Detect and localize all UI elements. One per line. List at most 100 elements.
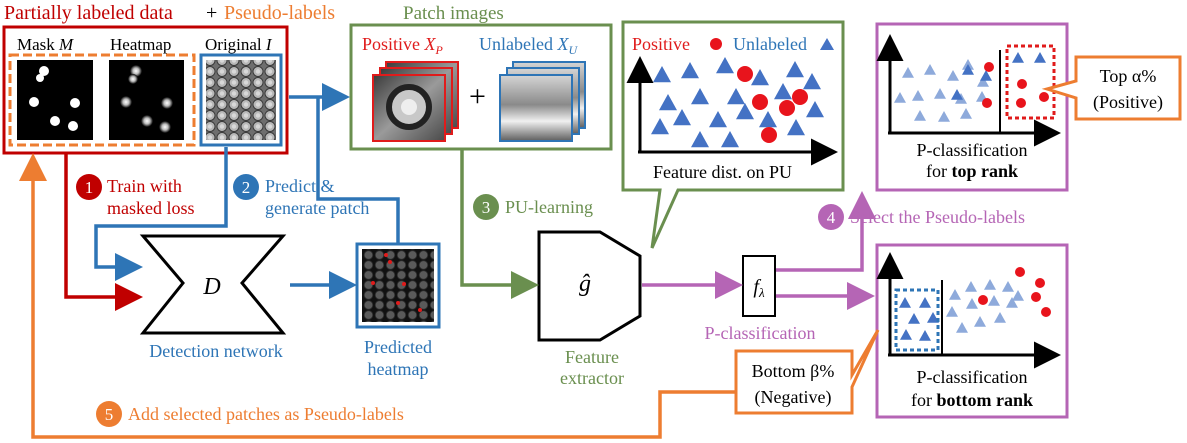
- unlabeled-triangle-icon: [1002, 281, 1014, 292]
- unlabeled-triangle-icon: [934, 88, 946, 99]
- top-rank-axes: [876, 34, 1061, 147]
- unlabeled-triangle-icon: [1006, 297, 1018, 308]
- unlabeled-triangle-icon: [994, 312, 1006, 323]
- positive-dot-icon: [982, 98, 992, 108]
- positive-patch-label: Positive XP: [362, 34, 444, 57]
- step-2-badge: 2: [233, 174, 259, 200]
- train-arrow: [64, 153, 143, 311]
- extractor-line1: Feature: [565, 347, 619, 367]
- svg-text:4: 4: [827, 208, 836, 227]
- step-1-badge: 1: [76, 174, 102, 200]
- unlabeled-triangle-icon: [659, 94, 677, 111]
- unlabeled-triangle-icon: [962, 64, 974, 75]
- bottom-rank-axes: [876, 252, 1061, 369]
- unlabeled-triangle-icon: [965, 281, 977, 292]
- positive-dot-icon: [710, 38, 722, 50]
- feature-axes: [626, 56, 838, 166]
- positive-dot-icon: [761, 127, 777, 143]
- detector-symbol: D: [202, 274, 220, 300]
- unlabeled-triangle-icon: [803, 73, 821, 90]
- unlabeled-triangle-icon: [653, 66, 671, 83]
- svg-text:2: 2: [242, 178, 251, 197]
- top-rank-positive-points: [982, 62, 1049, 108]
- positive-dot-icon: [1017, 79, 1027, 89]
- svg-text:3: 3: [482, 198, 491, 217]
- unlabeled-triangle-icon: [966, 298, 978, 309]
- feature-dist-caption: Feature dist. on PU: [653, 162, 792, 182]
- heatmap-to-patch-arrow: [316, 97, 400, 244]
- unlabeled-triangle-icon: [984, 279, 996, 290]
- pseudo-labels-title: Pseudo-labels: [224, 2, 335, 24]
- positive-dot-icon: [1039, 92, 1049, 102]
- unlabeled-triangle-icon: [1012, 290, 1024, 301]
- top-callout-line2: (Positive): [1093, 92, 1163, 113]
- predicted-line1: Predicted: [364, 337, 432, 357]
- top-rank-unlabeled-points: [894, 52, 1046, 122]
- positive-dot-icon: [1015, 267, 1025, 277]
- positive-dot-icon: [978, 295, 988, 305]
- unlabeled-triangle-icon: [974, 316, 986, 327]
- positive-dot-icon: [752, 94, 768, 110]
- bottom-selection-box: [894, 288, 940, 352]
- unlabeled-triangle-icon: [691, 88, 709, 105]
- feature-positive-label: Positive: [632, 34, 690, 54]
- unlabeled-triangle-icon: [759, 111, 777, 128]
- svg-text:5: 5: [105, 405, 114, 424]
- positive-patch-stack: [372, 61, 459, 142]
- step-2-line2: generate patch: [265, 198, 369, 218]
- unlabeled-triangle-icon: [716, 57, 734, 74]
- unlabeled-triangle-icon: [924, 64, 936, 75]
- unlabeled-triangle-icon: [736, 103, 754, 120]
- top-panel-line1: P-classification: [917, 140, 1028, 160]
- header-plus: +: [206, 2, 217, 24]
- unlabeled-patch-label: Unlabeled XU: [479, 34, 578, 57]
- bottom-callout-line1: Bottom β%: [752, 361, 835, 381]
- positive-dot-icon: [1041, 307, 1051, 317]
- original-to-detector-arrow: [94, 147, 228, 281]
- top-callout-line1: Top α%: [1100, 66, 1157, 86]
- unlabeled-triangle-icon: [977, 76, 989, 87]
- positive-dot-icon: [1031, 292, 1041, 302]
- feature-extractor-shape: [537, 230, 642, 342]
- unlabeled-triangle-icon: [709, 111, 727, 128]
- top-panel-line2: for top rank: [926, 161, 1018, 181]
- step-3-label: PU-learning: [505, 197, 593, 217]
- unlabeled-triangle-icon: [927, 312, 939, 323]
- bottom-callout-line2: (Negative): [755, 387, 832, 408]
- extractor-symbol: ĝ: [579, 271, 591, 297]
- unlabeled-triangle-icon: [900, 329, 912, 340]
- classifier-symbol: fλ: [753, 276, 765, 300]
- unlabeled-triangle-icon: [902, 67, 914, 78]
- unlabeled-triangle-icon: [787, 119, 805, 136]
- positive-dot-icon: [737, 66, 753, 82]
- unlabeled-triangle-icon: [908, 313, 920, 324]
- unlabeled-triangle-icon: [673, 109, 691, 126]
- unlabeled-triangle-icon: [774, 83, 792, 100]
- feature-positive-points: [737, 66, 808, 143]
- unlabeled-triangle-icon: [681, 62, 699, 79]
- unlabeled-triangle-icon: [960, 108, 972, 119]
- unlabeled-triangle-icon: [751, 69, 769, 86]
- classifier-to-top-arrow: [776, 191, 876, 272]
- unlabeled-triangle-icon: [899, 297, 911, 308]
- positive-dot-icon: [779, 100, 795, 116]
- top-alpha-callout: [1041, 55, 1182, 121]
- top-selection-box: [1005, 44, 1056, 120]
- detector-caption: Detection network: [149, 341, 282, 361]
- unlabeled-triangle-icon: [894, 92, 906, 103]
- unlabeled-triangle-icon: [914, 110, 926, 121]
- unlabeled-triangle-icon: [721, 131, 739, 148]
- unlabeled-triangle-icon: [1034, 52, 1046, 63]
- pseudo-label-feedback-arrow: [33, 160, 736, 439]
- predicted-heatmap-image: [362, 249, 434, 322]
- unlabeled-triangle-icon: [912, 90, 924, 101]
- bottom-panel-line2: for bottom rank: [911, 390, 1033, 410]
- step-5-badge: 5: [96, 401, 122, 427]
- classifier-box: [742, 255, 776, 317]
- top-rank-panel: [875, 22, 1069, 192]
- step-5-label: Add selected patches as Pseudo-labels: [128, 404, 404, 424]
- heatmap-image: [109, 60, 184, 140]
- mask-image: [17, 60, 93, 140]
- svg-text:1: 1: [85, 178, 94, 197]
